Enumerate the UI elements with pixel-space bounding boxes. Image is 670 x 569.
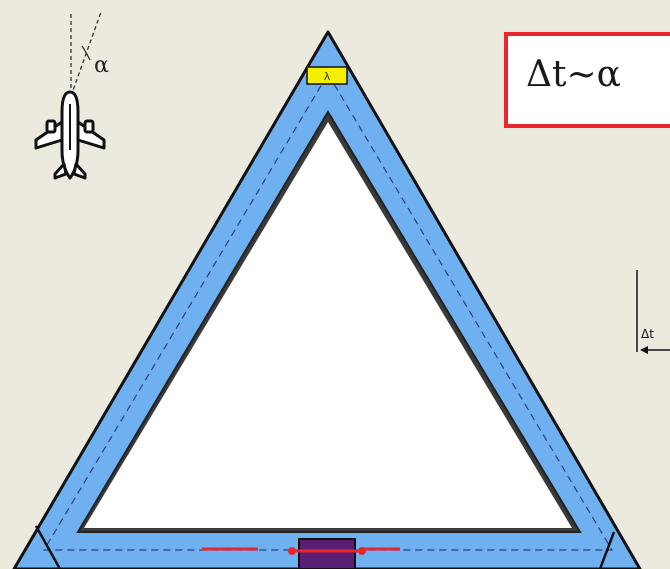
formula-box: Δt~α (504, 32, 670, 128)
top-marker-label: λ (324, 70, 331, 83)
timing-arrowhead (640, 346, 648, 354)
top-marker: λ (307, 67, 347, 84)
aircraft-group: α (36, 12, 109, 178)
source-box (299, 539, 355, 569)
timing-marker-label: Δt (641, 327, 654, 341)
angle-arc (82, 46, 90, 60)
timing-marker: Δt (637, 270, 670, 354)
beam-dot-right (358, 547, 366, 555)
formula-text: Δt~α (526, 54, 621, 95)
beam-dot-left (288, 547, 296, 555)
angle-label: α (94, 53, 109, 78)
airplane-icon (36, 92, 104, 178)
